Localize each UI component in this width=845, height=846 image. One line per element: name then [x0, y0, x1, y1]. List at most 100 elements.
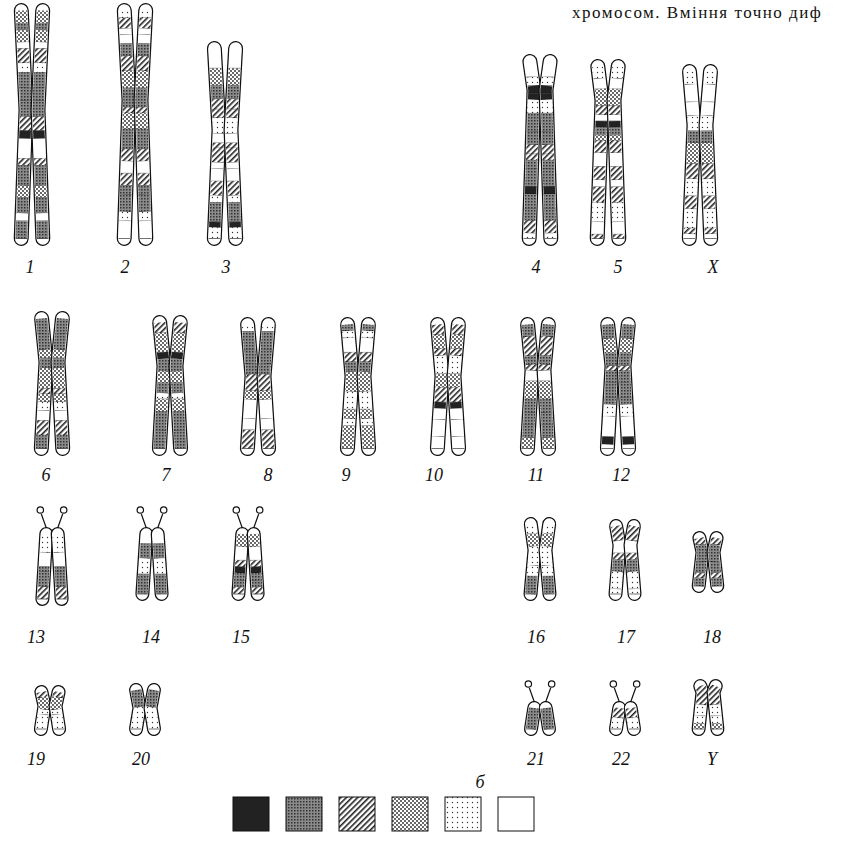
chromosome-band [17, 186, 29, 198]
chromosome-band [548, 524, 549, 534]
chromosome-band [136, 88, 148, 95]
chromosome-band [617, 560, 618, 572]
chromosome-band [450, 409, 462, 420]
chromosome-band [38, 710, 49, 715]
chromosome-band [619, 383, 631, 398]
page-text-fragment: хромосом. Вміння точно диф [572, 4, 822, 21]
chromosome-band [609, 339, 611, 353]
chromosome-band [450, 349, 462, 356]
chromosome-band [227, 181, 239, 195]
chromosome-number: 2 [121, 258, 130, 276]
chromosome-band [624, 353, 625, 366]
chromosome-band [16, 11, 28, 24]
chromatid-outline [544, 325, 549, 449]
chromosome-band [262, 325, 274, 332]
chromosome-band [18, 139, 30, 159]
chromosome-band [592, 222, 604, 234]
chromosome-band [612, 222, 624, 234]
chromosome-band [171, 352, 183, 358]
chromosome-band [532, 566, 533, 577]
band-border [175, 448, 187, 449]
chromosome-band [609, 135, 621, 141]
band-border [523, 238, 535, 239]
chromosome-band [235, 567, 246, 573]
chromosome-band [359, 352, 371, 362]
chromosome-band [545, 337, 547, 356]
chromosome-band [170, 359, 182, 372]
chromosome-band [609, 121, 621, 127]
chromatid-body [616, 708, 619, 729]
band-border [131, 729, 142, 730]
chromosome-band [265, 350, 266, 364]
chromosome-band [688, 131, 700, 143]
chromosome-band [711, 716, 722, 724]
band-border [37, 238, 49, 239]
band-border [233, 594, 244, 595]
chromosome-band [171, 371, 183, 383]
chromosome-band [598, 67, 600, 79]
band-border [252, 594, 263, 595]
chromosome-band [705, 234, 717, 239]
chromosome-band [344, 352, 356, 362]
swatch-hatch [339, 797, 375, 831]
chromosome-band [618, 708, 620, 718]
chromosome-number: 20 [132, 750, 150, 768]
chromosome-band [210, 196, 222, 203]
chromatid-outline [616, 526, 620, 594]
chromosome-band [212, 143, 224, 148]
chromosome-band [34, 166, 46, 186]
chromosome-band [136, 71, 148, 88]
chromosome-band [119, 18, 131, 29]
chromatid-body [631, 526, 635, 594]
satellite [137, 507, 143, 513]
chromosome-band [136, 690, 139, 707]
chromosome-band [433, 409, 445, 420]
chromatid-body [699, 538, 703, 586]
band-border [611, 729, 622, 730]
chromosome-band [531, 708, 534, 729]
band-border [37, 599, 48, 600]
chromosome-band [33, 88, 45, 101]
chromosome-band [37, 587, 48, 599]
chromosome-band [57, 715, 59, 729]
chromosome-band [542, 145, 554, 155]
chromosome-band [136, 707, 140, 729]
chromosome-band [538, 371, 550, 382]
chromosome-band [36, 11, 48, 24]
chromatid-outline [124, 11, 129, 239]
chromosome-band [608, 106, 620, 115]
chromosome-band [541, 113, 553, 132]
chromosome-band [45, 368, 46, 388]
chromosome-band [544, 589, 555, 594]
chromatid-outline [624, 325, 629, 449]
chromosome-band [245, 374, 257, 391]
chromosome-band [594, 153, 606, 167]
chromatid-outline [347, 325, 352, 449]
chromosome-band [249, 547, 260, 561]
chromosome-band [527, 113, 539, 132]
chromosome-band [139, 195, 151, 212]
chromosome-band [40, 358, 52, 368]
chromosome-band [226, 148, 238, 162]
chromosome-band [434, 349, 446, 356]
band-border [693, 729, 704, 730]
chromosome-band [529, 337, 531, 356]
chromosome-band [34, 63, 46, 73]
chromosome-band [251, 567, 262, 573]
chromosome-number: 10 [425, 466, 443, 484]
chromosome-band [247, 430, 248, 449]
band-border [591, 238, 603, 239]
satellite-stalk [631, 688, 636, 702]
chromatid-outline [614, 67, 619, 239]
chromosome-band [157, 383, 169, 393]
band-border [693, 586, 704, 587]
chromosome-band [545, 233, 557, 238]
satellite [37, 507, 43, 513]
chromosome-band [450, 402, 462, 408]
chromosome-band [448, 374, 460, 388]
chromosome-band [540, 93, 552, 99]
chromosome-band [525, 169, 537, 187]
chromatid-outline [699, 686, 703, 729]
chromatid-body [151, 690, 155, 729]
chromosome-band [154, 431, 166, 443]
